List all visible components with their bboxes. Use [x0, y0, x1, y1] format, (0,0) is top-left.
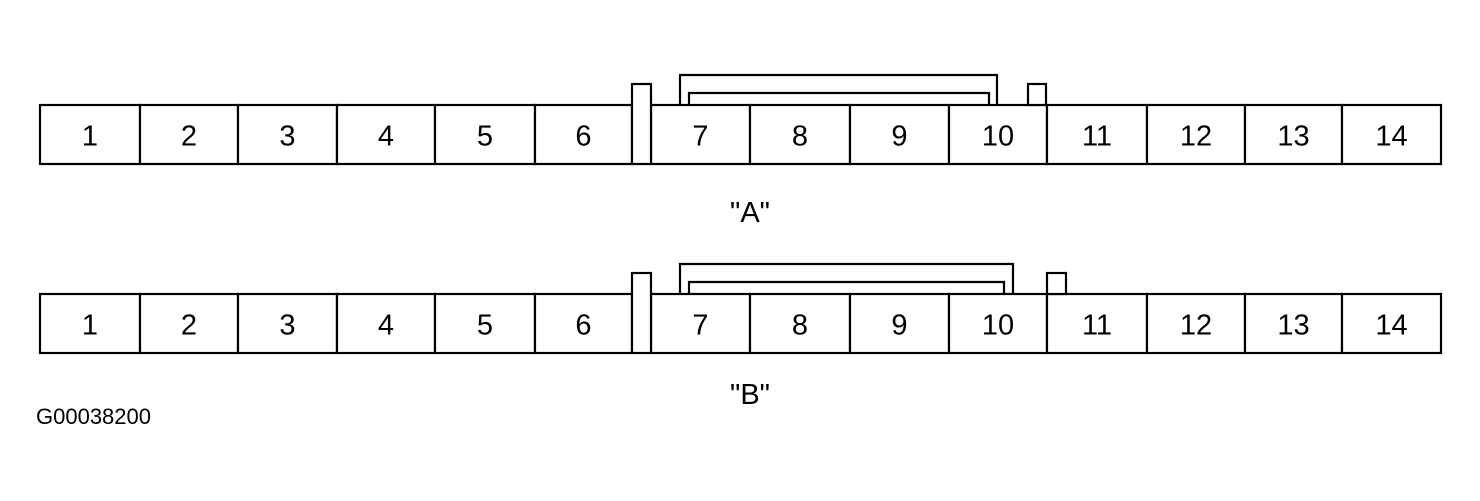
pin-number: 3	[279, 310, 295, 342]
pin-cell	[236, 292, 339, 355]
pin-cell	[533, 292, 634, 355]
pin-bracket-outer	[678, 73, 999, 105]
pin-number: 8	[792, 121, 808, 153]
pin-cell	[138, 103, 240, 166]
pin-cell	[1340, 292, 1443, 355]
locking-tab	[1026, 82, 1048, 107]
figure-id: G00038200	[36, 404, 151, 429]
locking-tab	[1045, 271, 1068, 296]
pin-cell	[1145, 103, 1247, 166]
pin-bracket-inner	[687, 91, 991, 105]
pin-cell	[1243, 103, 1344, 166]
pin-number: 5	[477, 310, 493, 342]
locking-slot	[630, 271, 653, 355]
pin-number: 14	[1375, 310, 1407, 342]
pin-number: 14	[1375, 121, 1407, 153]
pin-number: 2	[181, 310, 197, 342]
pin-cell	[848, 103, 951, 166]
pin-number: 8	[792, 310, 808, 342]
connector-label: "A"	[730, 197, 770, 229]
pin-number: 3	[279, 121, 295, 153]
pin-number: 13	[1277, 121, 1309, 153]
pin-number: 13	[1277, 310, 1309, 342]
pin-number: 6	[575, 310, 591, 342]
connector-label: "B"	[730, 379, 770, 411]
pin-bracket-inner	[687, 280, 1006, 294]
pin-number: 4	[378, 310, 394, 342]
pin-number: 6	[575, 121, 591, 153]
pin-number: 11	[1082, 310, 1112, 342]
pin-number: 5	[477, 121, 493, 153]
pin-number: 2	[181, 121, 197, 153]
pin-cell	[1045, 292, 1149, 355]
pin-cell	[533, 103, 634, 166]
pin-cell	[748, 103, 852, 166]
pin-number: 7	[692, 310, 708, 342]
pin-number: 9	[891, 121, 907, 153]
pin-bracket-outer	[678, 262, 1015, 294]
locking-slot	[630, 82, 653, 166]
pin-cell	[433, 292, 537, 355]
pin-cell	[947, 103, 1049, 166]
pin-number: 1	[82, 121, 98, 153]
pin-cell	[38, 103, 142, 166]
pin-number: 10	[982, 121, 1014, 153]
pin-number: 12	[1180, 310, 1212, 342]
pin-cell	[1340, 103, 1443, 166]
pin-cell	[138, 292, 240, 355]
pin-number: 12	[1180, 121, 1212, 153]
pin-number: 4	[378, 121, 394, 153]
pin-cell	[848, 292, 951, 355]
pin-number: 1	[82, 310, 98, 342]
pin-number: 7	[692, 121, 708, 153]
pin-cell	[1243, 292, 1344, 355]
pin-cell	[433, 103, 537, 166]
pin-cell	[748, 292, 852, 355]
pin-number: 11	[1082, 121, 1112, 153]
pin-number: 10	[982, 310, 1014, 342]
pin-cell	[649, 103, 752, 166]
pin-cell	[236, 103, 339, 166]
pin-number: 9	[891, 310, 907, 342]
